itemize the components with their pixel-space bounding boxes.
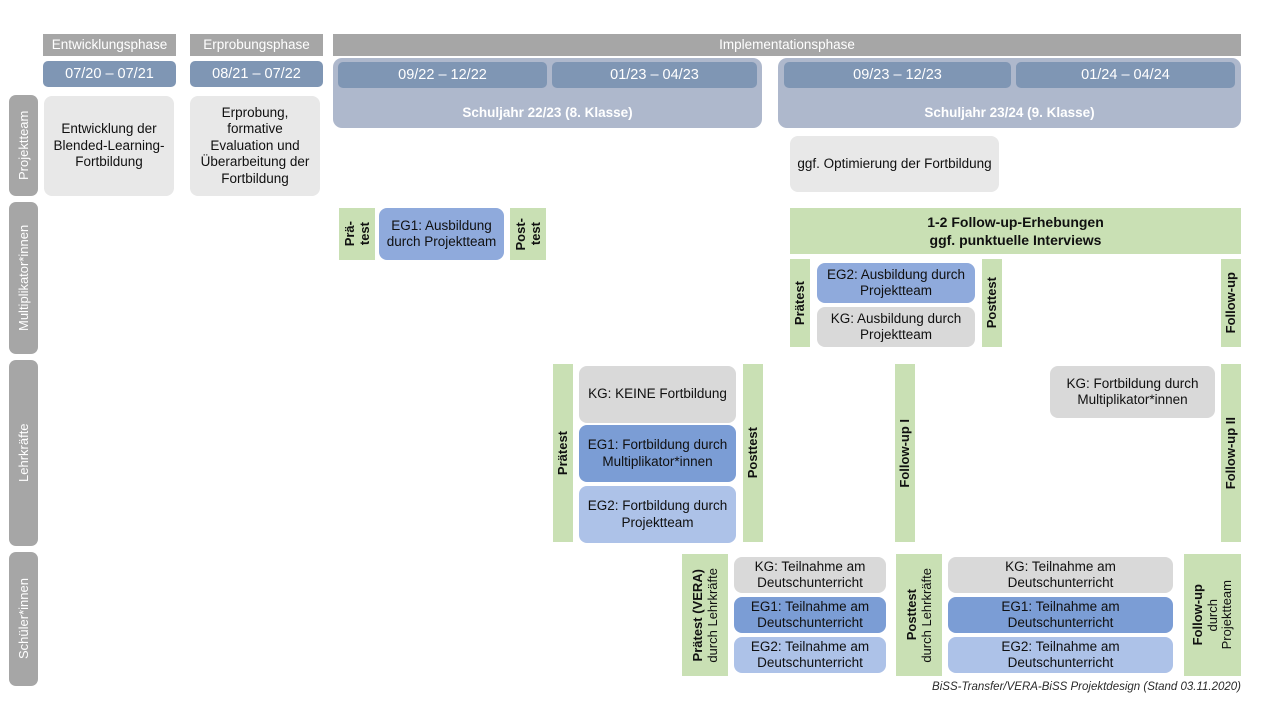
footer-caption: BiSS-Transfer/VERA-BiSS Projektdesign (S… (932, 681, 1241, 693)
greencol-multi-followup: Follow-up (1221, 259, 1241, 347)
greencol-schueler-praetest-sub: durch Lehrkräfte (704, 567, 720, 663)
card-schueler-eg1-teilnahme-2: EG1: Teilnahme am Deutschunterricht (948, 597, 1173, 633)
row-label-projektteam: Projektteam (9, 95, 38, 196)
card-lehr-eg1-fortbildung-multi: EG1: Fortbildung durch Multiplikator*inn… (579, 425, 736, 482)
greencol-multi-praetest2: Prätest (790, 259, 810, 347)
greencol-multi-followup-label: Follow-up (1223, 272, 1239, 334)
greencol-multi-posttest2-label: Posttest (984, 277, 1000, 329)
greencol-multi-praetest: Prä- test (339, 208, 375, 260)
band-followup-line2: ggf. punktuelle Interviews (929, 232, 1102, 248)
date-bar-0922-1222: 09/22 – 12/22 (338, 62, 547, 88)
row-label-multiplikatorinnen: Multiplikator*innen (9, 202, 38, 354)
greencol-lehr-praetest: Prätest (553, 364, 573, 542)
card-schueler-eg2-teilnahme-2: EG2: Teilnahme am Deutschunterricht (948, 637, 1173, 673)
schoolyear-label-2324: Schuljahr 23/24 (9. Klasse) (924, 105, 1095, 120)
greencol-multi-posttest: Post- test (510, 208, 546, 260)
schoolyear-group-2324: 09/23 – 12/23 01/24 – 04/24 Schuljahr 23… (778, 58, 1241, 128)
greencol-multi-posttest2: Posttest (982, 259, 1002, 347)
greencol-lehr-followup2: Follow-up II (1221, 364, 1241, 542)
greencol-lehr-posttest-label: Posttest (745, 427, 761, 479)
greencol-schueler-praetest-main: Prätest (VERA) (689, 568, 705, 662)
greencol-multi-posttest-line1: Post- (512, 217, 528, 251)
band-followup-line1: 1-2 Follow-up-Erhebungen (927, 213, 1104, 230)
card-lehr-kg-keine-fortbildung: KG: KEINE Fortbildung (579, 366, 736, 423)
card-lehr-eg2-fortbildung-projektteam: EG2: Fortbildung durch Projektteam (579, 486, 736, 543)
card-multi-kg-ausbildung: KG: Ausbildung durch Projektteam (817, 307, 975, 347)
greencol-lehr-followup1: Follow-up I (895, 364, 915, 542)
greencol-schueler-followup-main: Follow-up (1190, 584, 1206, 646)
schoolyear-label-2223: Schuljahr 22/23 (8. Klasse) (462, 105, 633, 120)
greencol-multi-praetest2-label: Prätest (792, 280, 808, 326)
card-schueler-eg1-teilnahme-1: EG1: Teilnahme am Deutschunterricht (734, 597, 886, 633)
greencol-lehr-followup2-label: Follow-up II (1223, 416, 1239, 490)
greencol-schueler-posttest-sub: durch Lehrkräfte (918, 567, 934, 663)
date-bar-0821-0722: 08/21 – 07/22 (190, 61, 323, 87)
phase-header-implementationsphase: Implementationsphase (333, 34, 1241, 56)
greencol-schueler-followup: Follow-up durch Projektteam (1184, 554, 1241, 676)
date-bar-0720-0721: 07/20 – 07/21 (43, 61, 176, 87)
greencol-schueler-praetest: Prätest (VERA) durch Lehrkräfte (682, 554, 728, 676)
greencol-lehr-posttest: Posttest (743, 364, 763, 542)
card-entwicklung-blended-learning: Entwicklung der Blended-Learning-Fortbil… (44, 96, 174, 196)
greencol-schueler-posttest: Posttest durch Lehrkräfte (896, 554, 942, 676)
greencol-multi-praetest-line1: Prä- (341, 221, 357, 247)
card-schueler-kg-teilnahme-1: KG: Teilnahme am Deutschunterricht (734, 557, 886, 593)
greencol-multi-posttest-line2: test (527, 222, 543, 246)
greencol-schueler-followup-sub1: durch (1204, 598, 1220, 632)
greencol-schueler-posttest-main: Posttest (903, 589, 919, 641)
card-multi-eg1-ausbildung: EG1: Ausbildung durch Projektteam (379, 208, 504, 260)
card-erprobung-evaluation: Erprobung, formative Evaluation und Über… (190, 96, 320, 196)
phase-header-erprobungsphase: Erprobungsphase (190, 34, 323, 56)
row-label-lehrkraefte: Lehrkräfte (9, 360, 38, 546)
date-bar-0123-0423: 01/23 – 04/23 (552, 62, 757, 88)
card-optimierung-fortbildung: ggf. Optimierung der Fortbildung (790, 136, 999, 192)
date-bar-0923-1223: 09/23 – 12/23 (784, 62, 1011, 88)
row-label-schuelerinnen: Schüler*innen (9, 552, 38, 686)
card-schueler-eg2-teilnahme-1: EG2: Teilnahme am Deutschunterricht (734, 637, 886, 673)
greencol-schueler-followup-sub2: Projektteam (1219, 580, 1235, 650)
schoolyear-group-2223: 09/22 – 12/22 01/23 – 04/23 Schuljahr 22… (333, 58, 762, 128)
date-bar-0124-0424: 01/24 – 04/24 (1016, 62, 1235, 88)
greencol-lehr-praetest-label: Prätest (555, 430, 571, 476)
phase-header-entwicklungsphase: Entwicklungsphase (43, 34, 176, 56)
card-lehr-kg-fortbildung-multi: KG: Fortbildung durch Multiplikator*inne… (1050, 366, 1215, 418)
card-multi-eg2-ausbildung: EG2: Ausbildung durch Projektteam (817, 263, 975, 303)
card-schueler-kg-teilnahme-2: KG: Teilnahme am Deutschunterricht (948, 557, 1173, 593)
band-followup-erhebungen: 1-2 Follow-up-Erhebungen ggf. punktuelle… (790, 208, 1241, 254)
greencol-lehr-followup1-label: Follow-up I (897, 418, 913, 488)
greencol-multi-praetest-line2: test (356, 222, 372, 246)
